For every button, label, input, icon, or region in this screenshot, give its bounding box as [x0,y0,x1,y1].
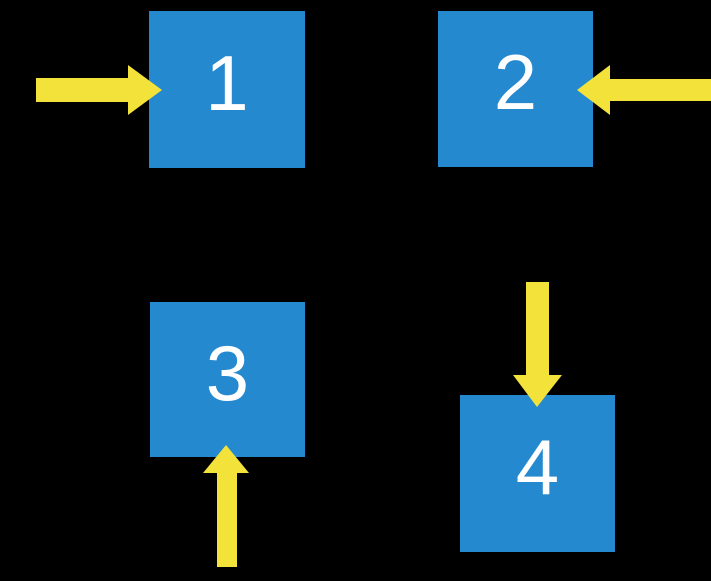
arrow-left-icon [577,65,711,115]
arrow-down-icon [513,282,562,407]
square-1: 1 [149,11,305,168]
square-2-label: 2 [493,38,538,126]
arrow-up-icon [203,445,249,567]
square-3-label: 3 [205,328,250,417]
arrow-right-icon [36,65,162,115]
square-3: 3 [150,302,305,457]
square-1-label: 1 [205,38,249,127]
square-4: 4 [460,395,615,552]
square-4-label: 4 [515,422,560,511]
square-2: 2 [438,11,593,167]
